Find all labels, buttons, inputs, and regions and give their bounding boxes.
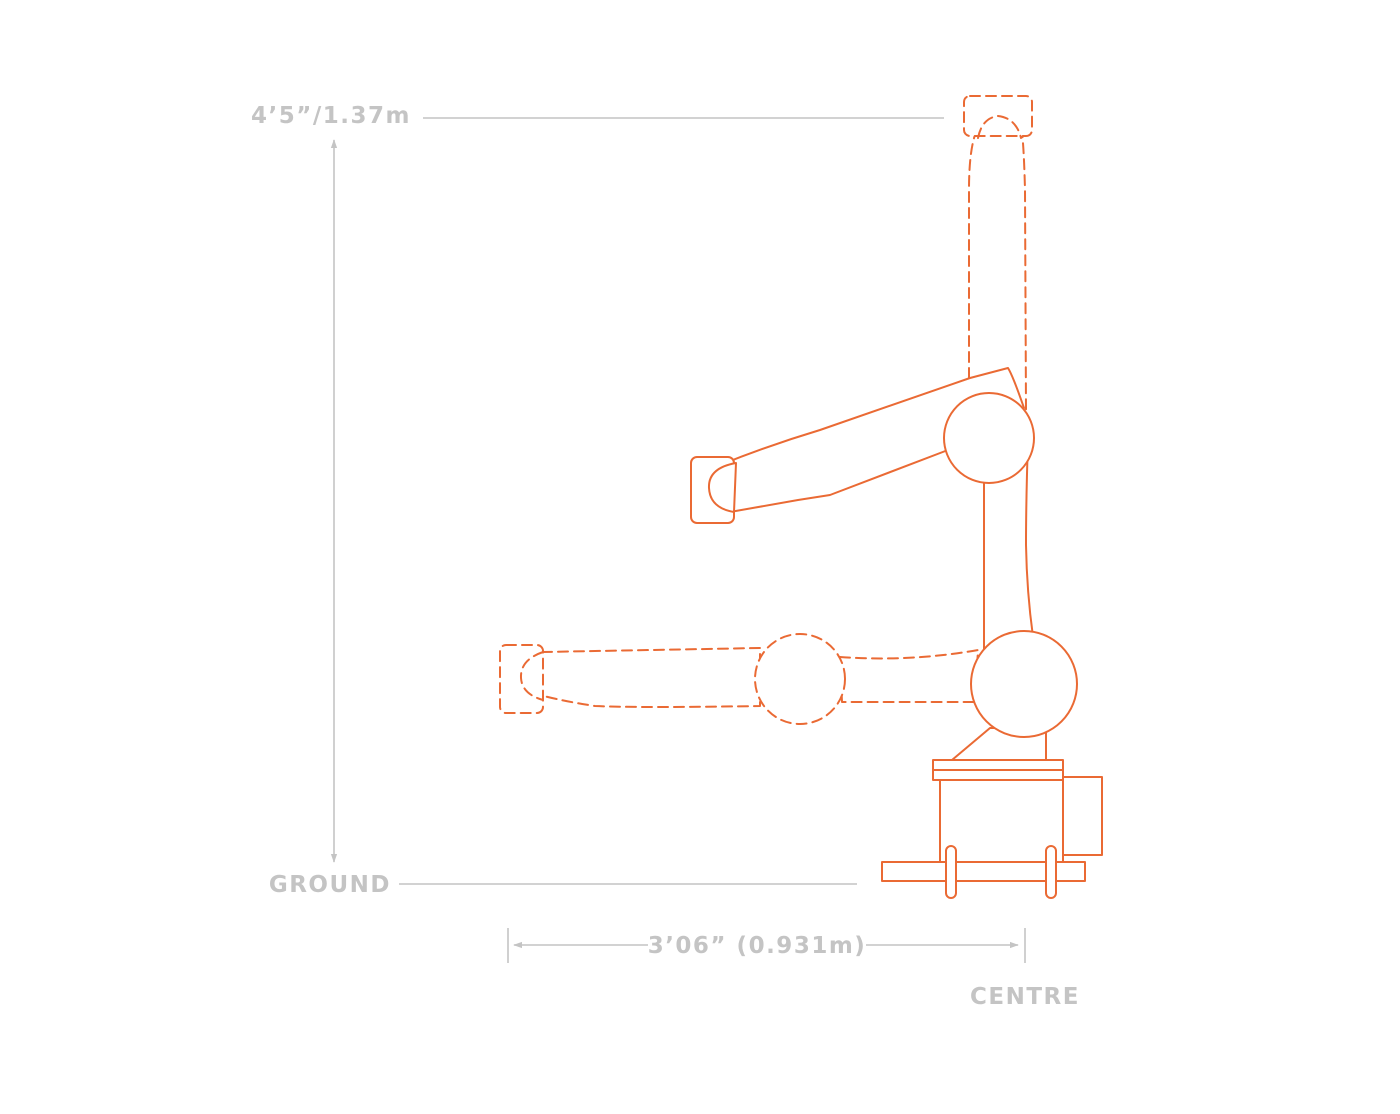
base-side-box bbox=[1061, 776, 1103, 856]
ground-label: GROUND bbox=[269, 872, 391, 898]
lower-arm-extended-horizontal-ghost bbox=[499, 633, 979, 725]
forearm-link bbox=[719, 367, 1025, 513]
base-clamp-left bbox=[945, 845, 957, 899]
robot-arm bbox=[690, 367, 1103, 899]
centre-label: CENTRE bbox=[970, 984, 1080, 1010]
upper-arm-link-ghost bbox=[839, 649, 979, 703]
vertical-end-effector-collar-ghost bbox=[977, 115, 1022, 139]
shoulder-joint bbox=[970, 630, 1078, 738]
forearm-link-ghost bbox=[529, 647, 761, 708]
base-clamp-right bbox=[1045, 845, 1057, 899]
reach-label: 3’06” (0.931m) bbox=[648, 933, 867, 959]
dimension-annotations: 4’5”/1.37m GROUND 3’06” (0.931m) CENTRE bbox=[251, 103, 1080, 1010]
vertical-arm-link-ghost bbox=[968, 131, 1027, 411]
end-effector-collar bbox=[707, 462, 737, 513]
horizontal-end-effector-collar-ghost bbox=[519, 651, 544, 701]
base-floor-plate bbox=[881, 861, 1086, 882]
elbow-joint bbox=[943, 392, 1035, 484]
elbow-joint-ghost bbox=[754, 633, 846, 725]
base-pedestal bbox=[939, 778, 1064, 864]
height-label: 4’5”/1.37m bbox=[251, 103, 411, 129]
upper-arm-extended-vertical-ghost bbox=[963, 95, 1033, 411]
